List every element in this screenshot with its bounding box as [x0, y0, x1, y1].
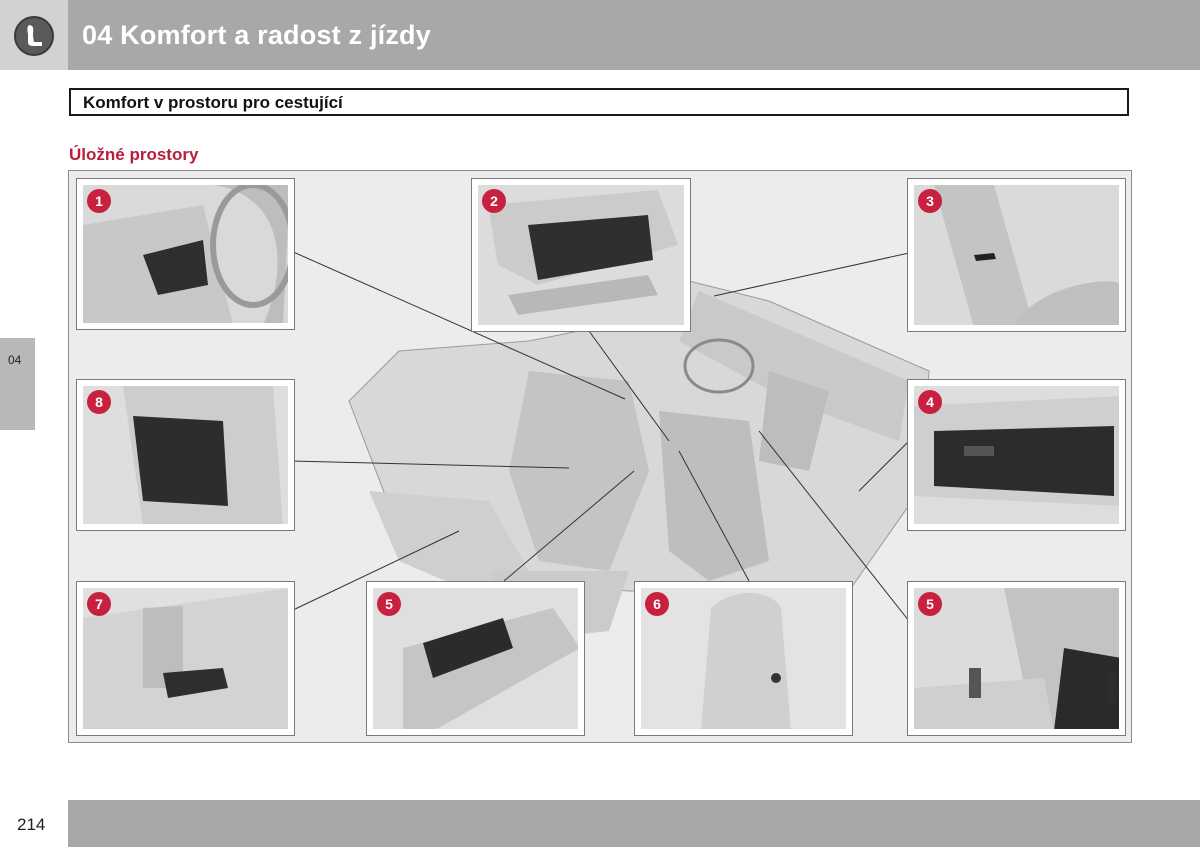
callout-badge-8: 8 [87, 390, 111, 414]
page-number: 214 [17, 815, 46, 834]
section-title: Komfort v prostoru pro cestující [83, 93, 343, 112]
inset-rear-armrest: 7 [76, 581, 295, 736]
callout-badge-2: 2 [482, 189, 506, 213]
page-header: 04 Komfort a radost z jízdy [0, 0, 1200, 70]
inset-seat-back-pocket-6: 6 [634, 581, 853, 736]
callout-badge-5-lower: 5 [918, 592, 942, 616]
inset-glove-compartment: 4 [907, 379, 1126, 531]
chapter-side-tab: 04 [0, 338, 35, 430]
inset-center-console-storage: 5 [366, 581, 585, 736]
section-heading-box: Komfort v prostoru pro cestující [69, 88, 1129, 116]
inset-door-pocket: 1 [76, 178, 295, 330]
figure-code: G045031 [1107, 671, 1116, 704]
callout-badge-5-console: 5 [377, 592, 401, 616]
chapter-tab [0, 0, 68, 70]
seat-icon [14, 16, 54, 56]
callout-badge-1: 1 [87, 189, 111, 213]
callout-badge-3: 3 [918, 189, 942, 213]
subsection-title: Úložné prostory [69, 145, 199, 164]
callout-badge-6: 6 [645, 592, 669, 616]
storage-illustration: 1 2 3 [68, 170, 1132, 743]
inset-a-pillar-holder: 3 [907, 178, 1126, 332]
inset-center-console-lower: 5 [907, 581, 1126, 736]
inset-seat-back-pocket-8: 8 [76, 379, 295, 531]
page-footer-bar [68, 800, 1200, 847]
chapter-title: 04 Komfort a radost z jízdy [82, 20, 431, 50]
chapter-side-tab-label: 04 [8, 353, 22, 367]
inset-seat-front-storage: 2 [471, 178, 691, 332]
callout-badge-7: 7 [87, 592, 111, 616]
callout-badge-4: 4 [918, 390, 942, 414]
